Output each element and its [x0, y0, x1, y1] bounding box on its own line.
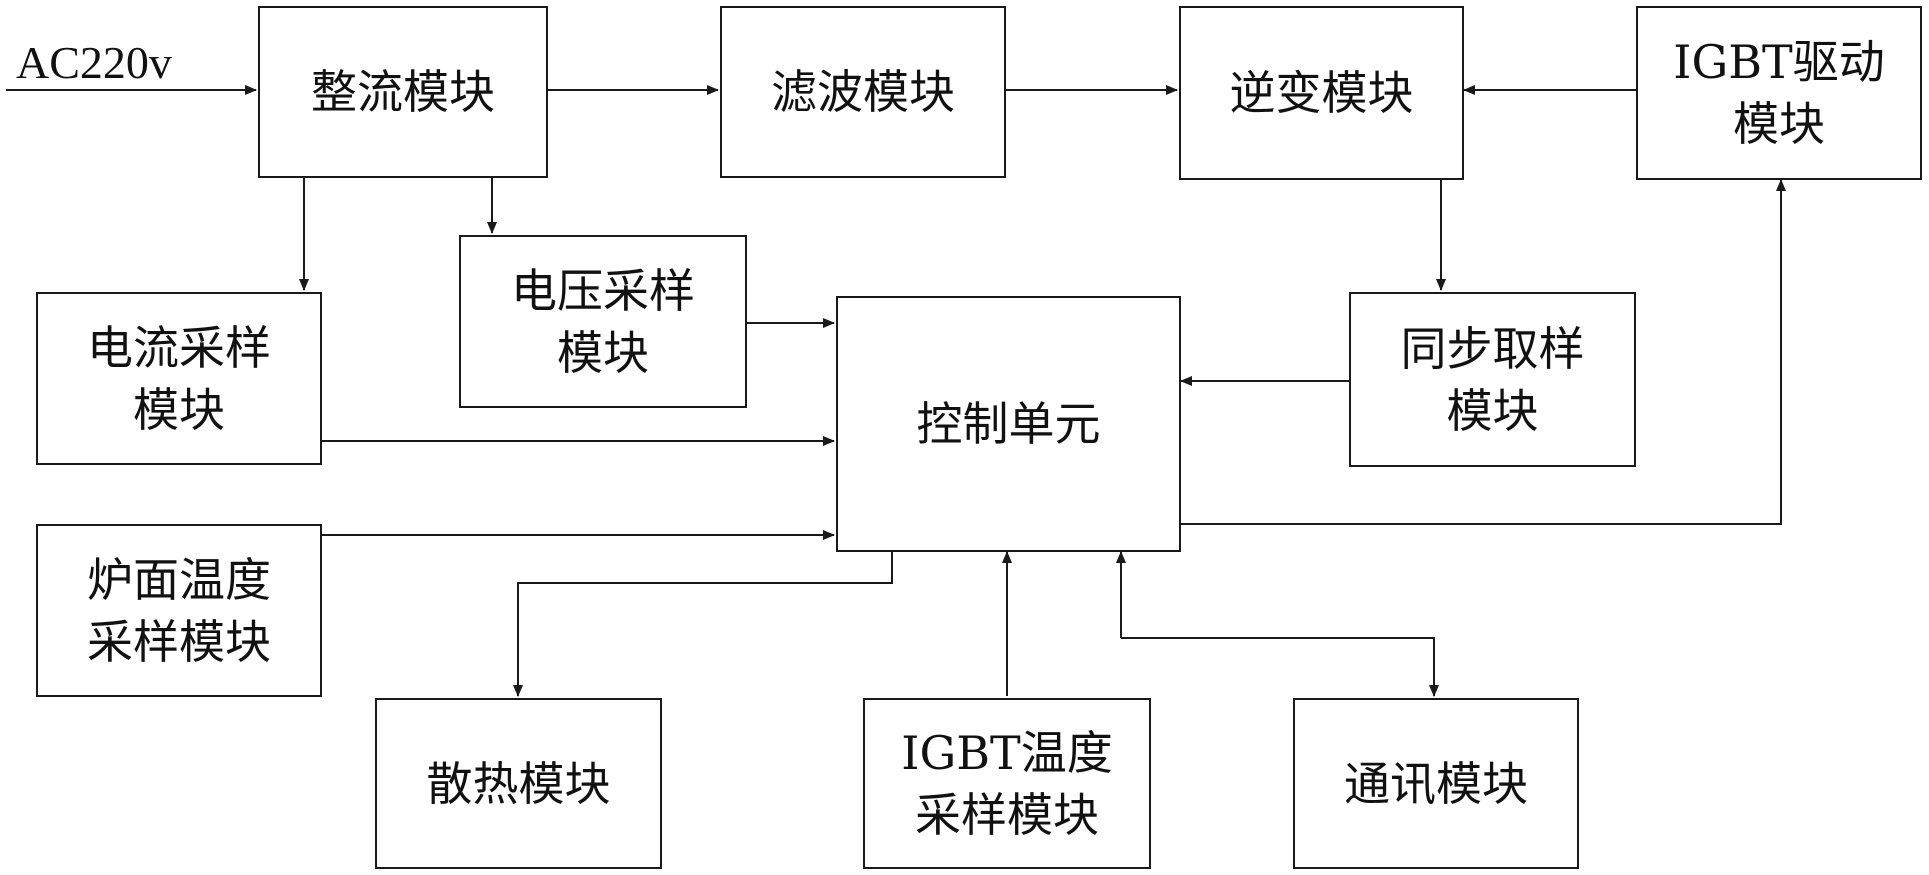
wire-control-to-comm-b [1121, 638, 1434, 696]
surface-temp-sampling-module: 炉面温度 采样模块 [36, 524, 322, 697]
communication-label: 通讯模块 [1344, 753, 1528, 815]
control-unit: 控制单元 [836, 296, 1181, 552]
igbt-temp-label: IGBT温度 采样模块 [901, 722, 1112, 846]
filter-label: 滤波模块 [771, 61, 955, 123]
control-unit-label: 控制单元 [917, 393, 1101, 455]
heat-sink-label: 散热模块 [427, 753, 611, 815]
igbt-driver-label: IGBT驱动 模块 [1673, 31, 1884, 155]
inverter-module: 逆变模块 [1179, 6, 1464, 180]
sync-sampling-label: 同步取样 模块 [1401, 318, 1585, 442]
inverter-label: 逆变模块 [1230, 62, 1414, 124]
communication-module: 通讯模块 [1293, 698, 1579, 869]
current-sampling-module: 电流采样 模块 [36, 292, 322, 465]
sync-sampling-module: 同步取样 模块 [1349, 292, 1636, 467]
igbt-driver-module: IGBT驱动 模块 [1636, 6, 1922, 180]
current-sampling-label: 电流采样 模块 [87, 317, 271, 441]
rectifier-module: 整流模块 [258, 6, 548, 178]
ac-input-label: AC220v [16, 36, 172, 90]
surface-temp-label: 炉面温度 采样模块 [87, 549, 271, 673]
wire-control-to-heatsink [518, 552, 892, 696]
voltage-sampling-module: 电压采样 模块 [459, 235, 747, 408]
voltage-sampling-label: 电压采样 模块 [511, 260, 695, 384]
rectifier-label: 整流模块 [311, 61, 495, 123]
filter-module: 滤波模块 [720, 6, 1006, 178]
igbt-temp-sampling-module: IGBT温度 采样模块 [863, 698, 1151, 869]
heat-sink-module: 散热模块 [375, 698, 662, 869]
